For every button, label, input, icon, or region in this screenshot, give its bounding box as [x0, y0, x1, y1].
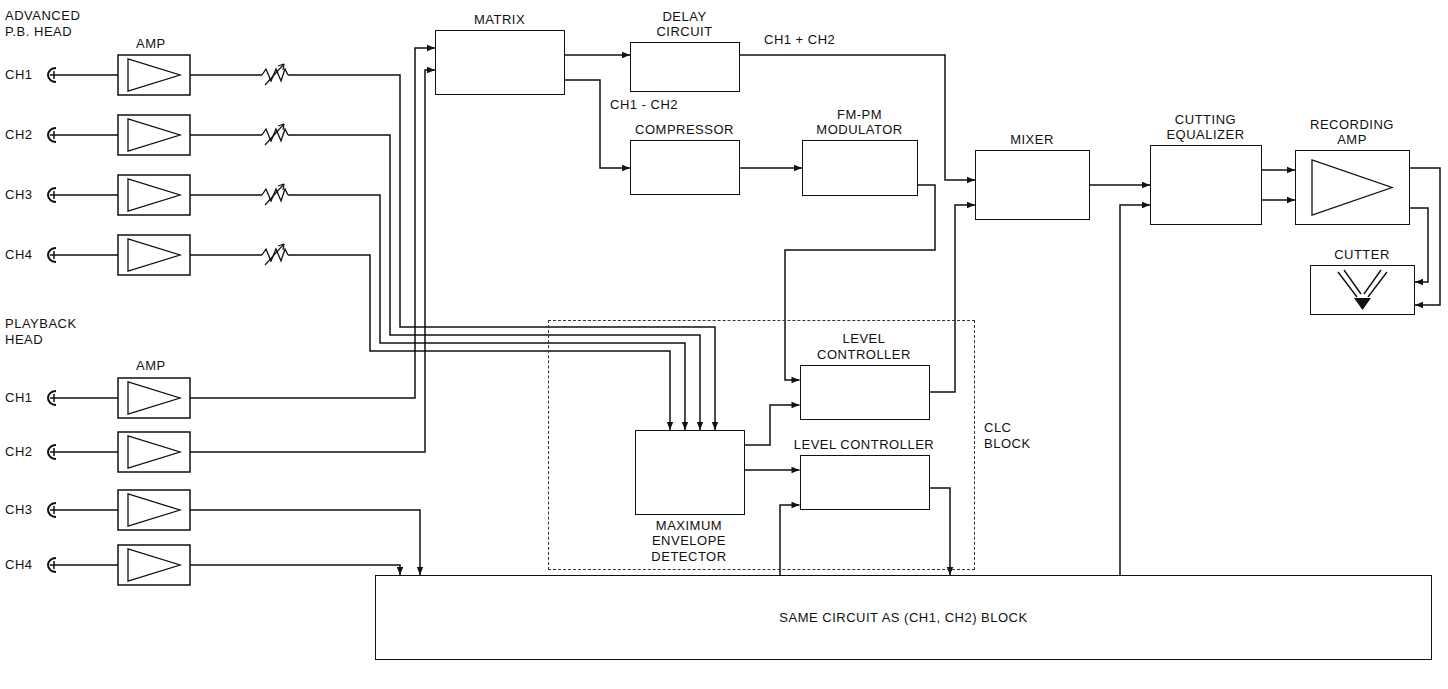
signal-wire — [190, 70, 435, 452]
box-heading: MIXER — [975, 132, 1090, 148]
signal-label: CH1 + CH2 — [762, 32, 837, 48]
box-heading: RECORDING AMP — [1302, 117, 1402, 148]
head-symbol — [48, 68, 60, 82]
signal-wire — [190, 255, 670, 430]
process-box: SAME CIRCUIT AS (CH1, CH2) BLOCK — [375, 575, 1432, 660]
head-label: PLAYBACK HEAD — [5, 316, 100, 347]
head-symbol — [48, 445, 60, 459]
box-heading: FM-PM MODULATOR — [802, 107, 918, 138]
box-heading: MAXIMUM ENVELOPE DETECTOR — [639, 518, 739, 565]
channel-label: CH3 — [5, 502, 33, 518]
signal-connector — [745, 469, 800, 471]
amplifier-symbol — [118, 432, 190, 472]
channel-label: CH4 — [5, 557, 33, 573]
process-box: CUTTING EQUALIZER — [1150, 145, 1262, 225]
amplifier-symbol — [118, 55, 190, 95]
column-label: AMP — [136, 36, 166, 52]
box-heading: CUTTING EQUALIZER — [1156, 112, 1256, 143]
amplifier-symbol — [1312, 160, 1392, 215]
signal-connector — [565, 80, 630, 168]
process-box: MATRIX — [435, 30, 565, 95]
variable-resistor-symbol — [262, 64, 288, 85]
column-label: AMP — [136, 358, 166, 374]
box-heading: LEVEL CONTROLLER — [779, 437, 949, 453]
box-heading: CLC BLOCK — [984, 420, 1044, 451]
amplifier-box: RECORDING AMP — [1295, 150, 1410, 225]
head-symbol — [48, 503, 60, 517]
process-box: LEVEL CONTROLLER — [800, 455, 930, 510]
amplifier-symbol — [118, 490, 190, 530]
variable-resistor-symbol — [262, 184, 288, 205]
cutter-head-symbol — [1338, 270, 1387, 297]
process-box: COMPRESSOR — [630, 140, 740, 195]
signal-connector — [565, 54, 630, 56]
variable-resistor-symbol — [262, 244, 288, 265]
signal-wire — [190, 195, 685, 430]
amplifier-symbol — [118, 175, 190, 215]
signal-wire — [190, 48, 435, 398]
channel-label: CH4 — [5, 247, 33, 263]
head-symbol — [48, 248, 60, 262]
signal-connector — [1410, 208, 1428, 282]
signal-connector — [930, 488, 951, 575]
channel-label: CH2 — [5, 444, 33, 460]
box-heading: DELAY CIRCUIT — [645, 9, 725, 40]
box-heading: COMPRESSOR — [620, 122, 750, 138]
signal-label: CH1 - CH2 — [608, 97, 680, 113]
process-box: DELAY CIRCUIT — [630, 42, 740, 92]
signal-wire — [190, 135, 700, 430]
process-box: LEVEL CONTROLLER — [800, 365, 930, 420]
signal-connector — [930, 205, 976, 392]
signal-connector — [1120, 205, 1150, 575]
channel-label: CH2 — [5, 127, 33, 143]
signal-connector — [780, 505, 800, 575]
channel-label: CH3 — [5, 187, 33, 203]
channel-label: CH1 — [5, 390, 33, 406]
box-text: SAME CIRCUIT AS (CH1, CH2) BLOCK — [376, 610, 1431, 626]
amplifier-symbol — [118, 235, 190, 275]
head-symbol — [48, 128, 60, 142]
signal-connector — [1262, 169, 1295, 171]
head-symbol — [48, 558, 60, 572]
signal-connector — [740, 55, 975, 180]
cutter-stylus — [1354, 298, 1371, 310]
variable-resistor-symbol — [262, 124, 288, 145]
channel-label: CH1 — [5, 67, 33, 83]
group-region: CLC BLOCKLEVEL CONTROLLERMAXIMUM ENVELOP… — [548, 320, 975, 570]
amplifier-symbol — [118, 115, 190, 155]
head-label: ADVANCED P.B. HEAD — [5, 8, 100, 39]
box-heading: CUTTER — [1310, 247, 1415, 263]
head-symbol — [48, 391, 60, 405]
signal-connector — [785, 185, 935, 380]
process-box: FM-PM MODULATOR — [802, 140, 918, 196]
amplifier-symbol — [118, 545, 190, 585]
box-heading: LEVEL CONTROLLER — [809, 331, 919, 362]
box-heading: MATRIX — [435, 12, 565, 28]
signal-connector — [1090, 184, 1150, 186]
signal-connector — [740, 167, 802, 169]
process-box: MAXIMUM ENVELOPE DETECTOR — [635, 430, 745, 515]
signal-wire — [190, 510, 420, 575]
head-symbol — [48, 188, 60, 202]
signal-wire — [190, 565, 400, 575]
cutter-box: CUTTER — [1310, 265, 1415, 315]
process-box: MIXER — [975, 150, 1090, 220]
amplifier-symbol — [118, 378, 190, 418]
signal-connector — [745, 405, 800, 445]
signal-connector — [1262, 199, 1295, 201]
